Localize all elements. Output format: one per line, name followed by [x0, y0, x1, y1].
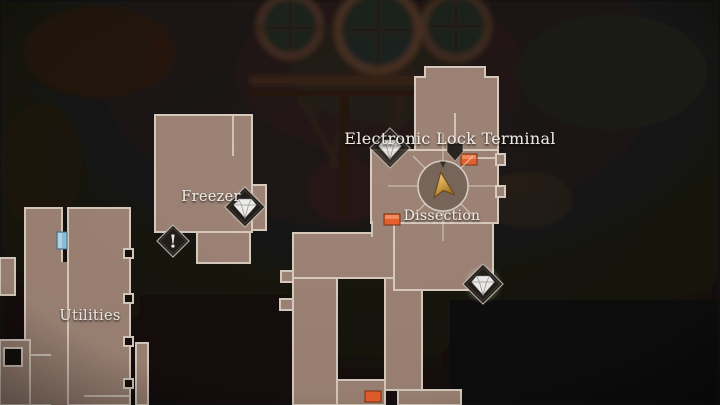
room-east-tab-1 [495, 153, 506, 166]
room-south-tab-2 [279, 298, 294, 311]
room-south-tab-1 [280, 270, 294, 283]
label-electronic-lock-terminal: Electronic Lock Terminal [344, 129, 555, 148]
utilities-notch-4 [123, 378, 134, 389]
exclamation-glyph: ! [169, 232, 177, 253]
orange-door-marker [364, 390, 382, 403]
utilities-notch-2 [123, 293, 134, 304]
utilities-notch-3 [123, 336, 134, 347]
label-utilities: Utilities [59, 308, 120, 324]
room-southeast-bottom [397, 389, 462, 405]
utilities-notch-1 [123, 248, 134, 259]
room-south-left-column [292, 277, 338, 405]
blue-door-highlight [58, 233, 62, 248]
room-utilities-merge [51, 262, 67, 405]
room-east-tab-2 [495, 185, 506, 198]
label-freezer: Freezer [181, 189, 240, 205]
orange-door-highlight [385, 215, 399, 219]
room-utilities-main [67, 207, 131, 405]
gem-icon [462, 263, 504, 305]
room-south-corridor [384, 277, 423, 391]
west-piece-notch [3, 347, 23, 367]
orange-door-highlight [462, 155, 476, 159]
label-dissection: Dissection [404, 208, 481, 224]
room-freezer-step [196, 231, 251, 264]
room-west-piece-1 [0, 257, 16, 296]
room-west-strip [135, 342, 149, 405]
